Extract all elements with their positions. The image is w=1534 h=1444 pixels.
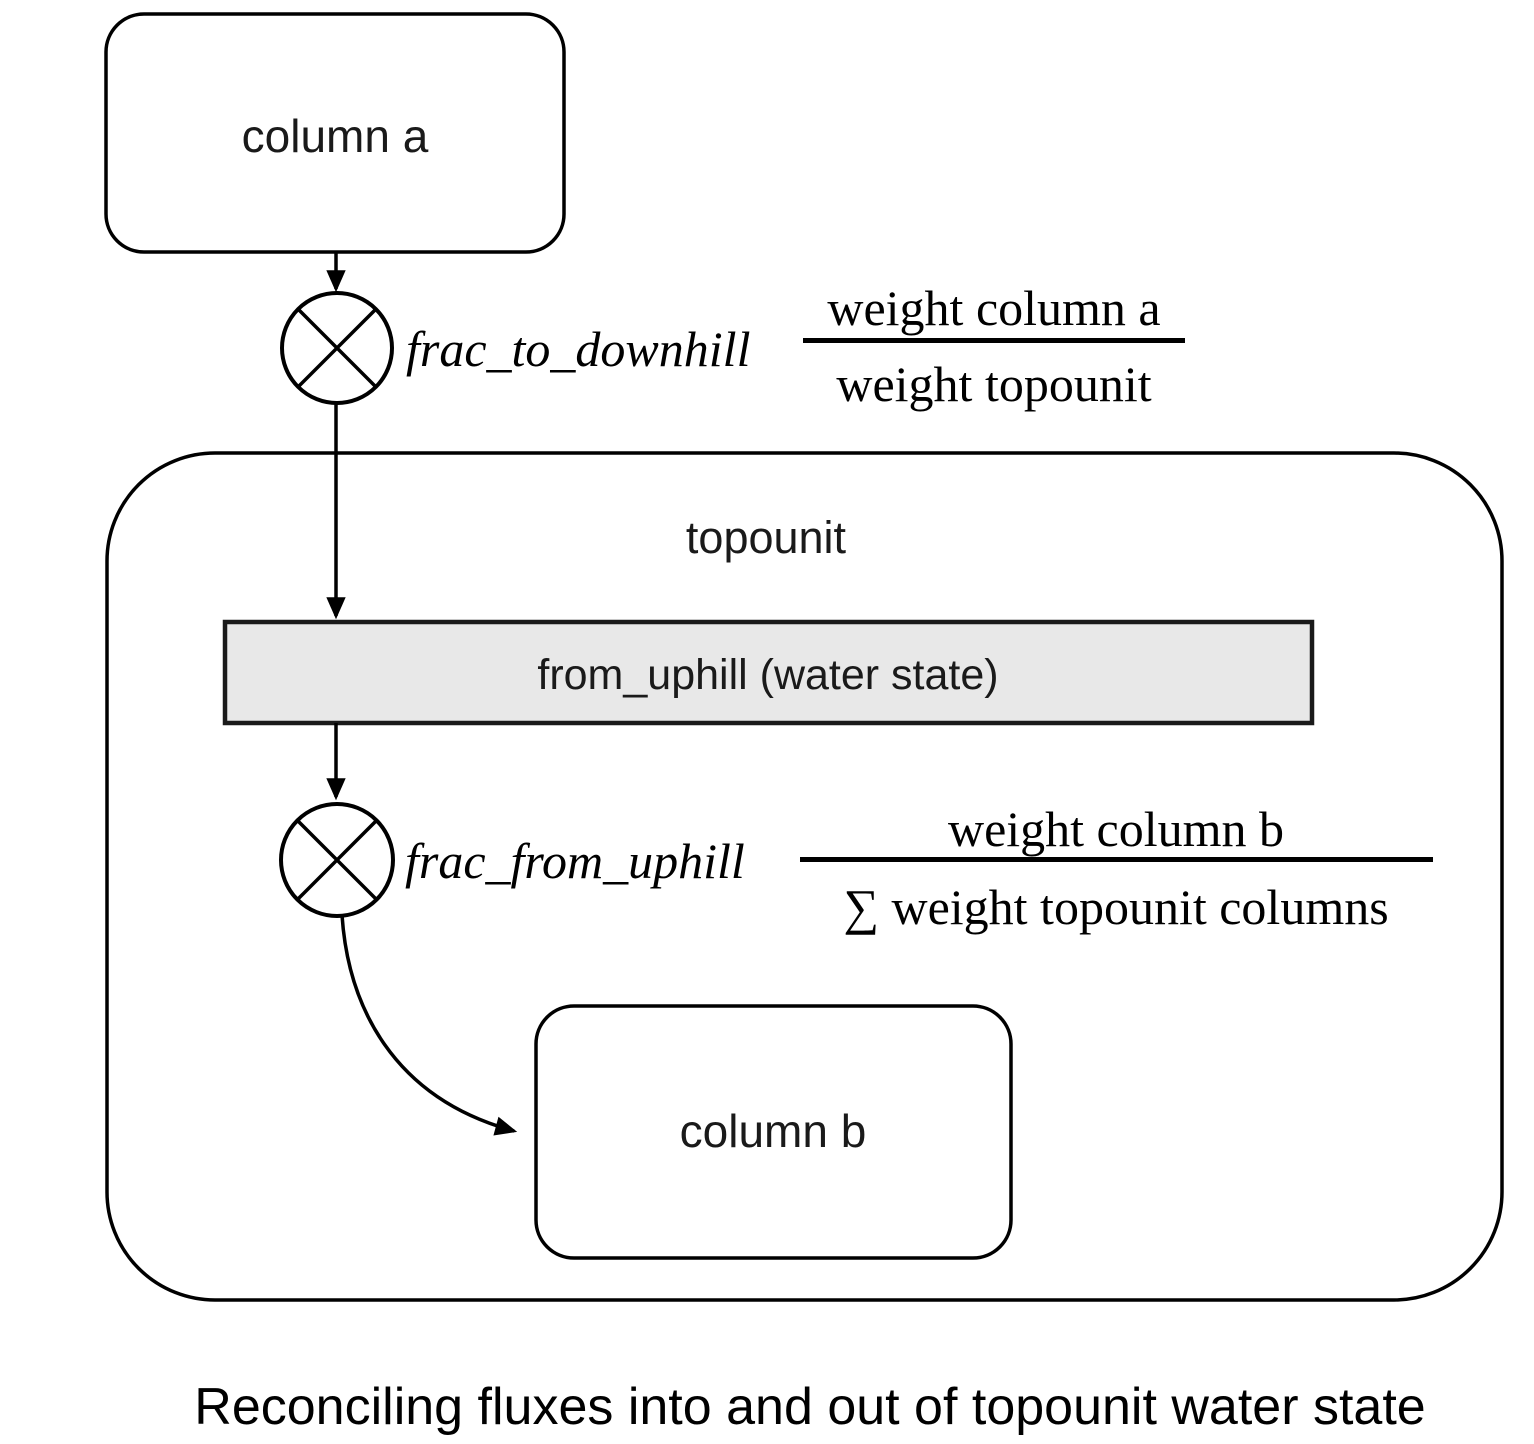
multiply-icon-1 — [280, 291, 394, 405]
fraction-2-denominator: ∑ weight topounit columns — [843, 879, 1388, 935]
fraction-1-bar — [803, 338, 1185, 343]
column-a-label: column a — [242, 110, 429, 162]
column-a-node — [104, 12, 566, 254]
topounit-label: topounit — [686, 512, 847, 563]
column-b-label: column b — [680, 1105, 867, 1157]
fraction-1-numerator: weight column a — [827, 280, 1160, 336]
fraction-2-numerator: weight column b — [948, 801, 1284, 857]
frac-from-uphill-label: frac_from_uphill — [405, 833, 745, 889]
multiply-icon-2 — [279, 802, 395, 918]
multiply-1-cross-b — [297, 308, 377, 388]
diagram-caption: Reconciling fluxes into and out of topou… — [194, 1378, 1425, 1436]
from-uphill-state-box — [222, 619, 1315, 726]
from-uphill-state-label: from_uphill (water state) — [537, 651, 998, 699]
fraction-2-bar — [800, 857, 1433, 862]
flow-arrow-multiply-to-column-b — [340, 914, 518, 1136]
multiply-2-cross-b — [296, 819, 378, 901]
topounit-container-box — [105, 451, 1504, 1302]
column-b-node — [534, 1004, 1013, 1260]
frac-to-downhill-label: frac_to_downhill — [406, 321, 750, 377]
fraction-1-denominator: weight topounit — [836, 356, 1151, 412]
